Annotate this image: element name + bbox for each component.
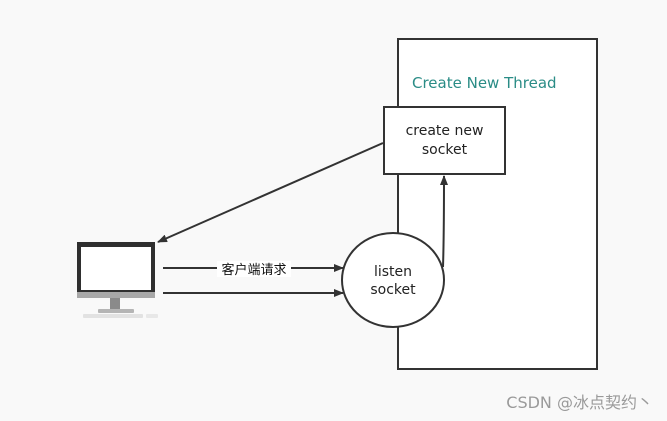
create-new-socket-box: [383, 106, 506, 175]
desktop-monitor-icon: [77, 242, 158, 318]
response-arrow: [157, 142, 384, 243]
create-new-socket-line2: socket: [422, 142, 468, 158]
spawn-socket-arrow: [439, 175, 448, 268]
create-new-socket-line1: create new: [406, 123, 484, 139]
client-request-label: 客户端请求: [221, 262, 286, 278]
watermark-text: CSDN @冰点契约丶: [506, 393, 653, 412]
listen-socket-node: [341, 232, 445, 328]
thread-container-box: [397, 38, 598, 370]
request-label-background: [217, 261, 291, 277]
thread-title: Create New Thread: [412, 74, 557, 92]
listen-socket-line2: socket: [370, 282, 416, 298]
listen-socket-line1: listen: [374, 264, 412, 280]
